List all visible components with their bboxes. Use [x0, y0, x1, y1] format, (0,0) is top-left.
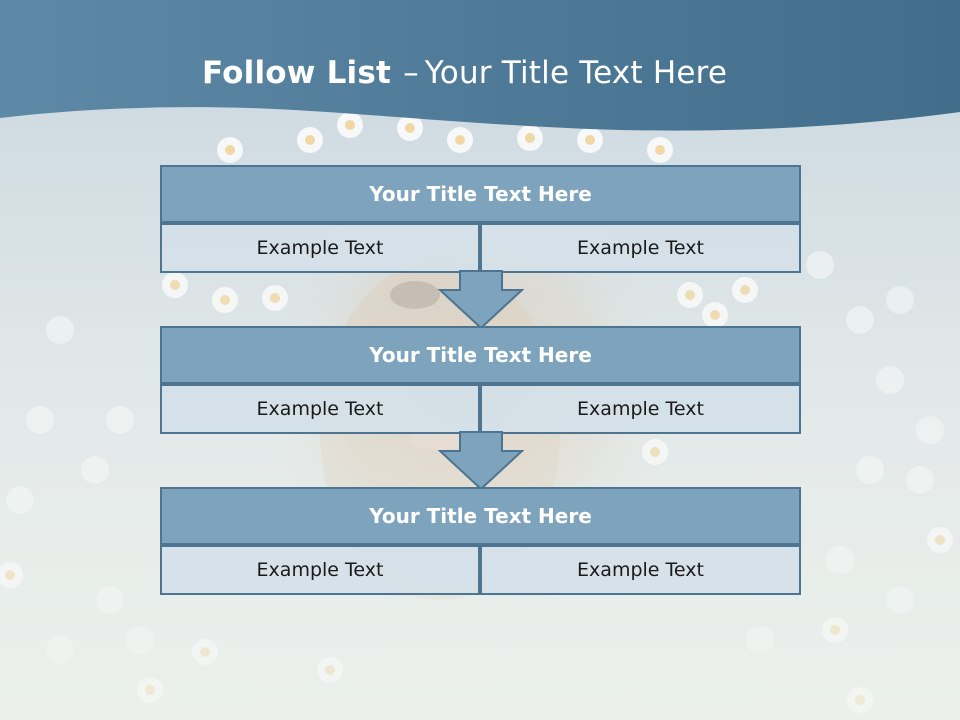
- slide-title: Follow List–Your Title Text Here: [202, 55, 727, 99]
- block-title: Your Title Text Here: [160, 326, 801, 384]
- title-subtitle: Your Title Text Here: [424, 55, 728, 91]
- header-band: [0, 0, 960, 131]
- title-separator: –: [403, 55, 419, 91]
- block-cell-left: Example Text: [160, 384, 480, 434]
- block-cell-right: Example Text: [480, 545, 801, 595]
- down-arrow-icon: [438, 270, 524, 330]
- block-cell-left: Example Text: [160, 223, 480, 273]
- block-cell-right: Example Text: [480, 384, 801, 434]
- block-title: Your Title Text Here: [160, 165, 801, 223]
- title-main: Follow List: [202, 55, 392, 91]
- block-title: Your Title Text Here: [160, 487, 801, 545]
- block-cell-left: Example Text: [160, 545, 480, 595]
- down-arrow-icon: [438, 431, 524, 491]
- block-cell-right: Example Text: [480, 223, 801, 273]
